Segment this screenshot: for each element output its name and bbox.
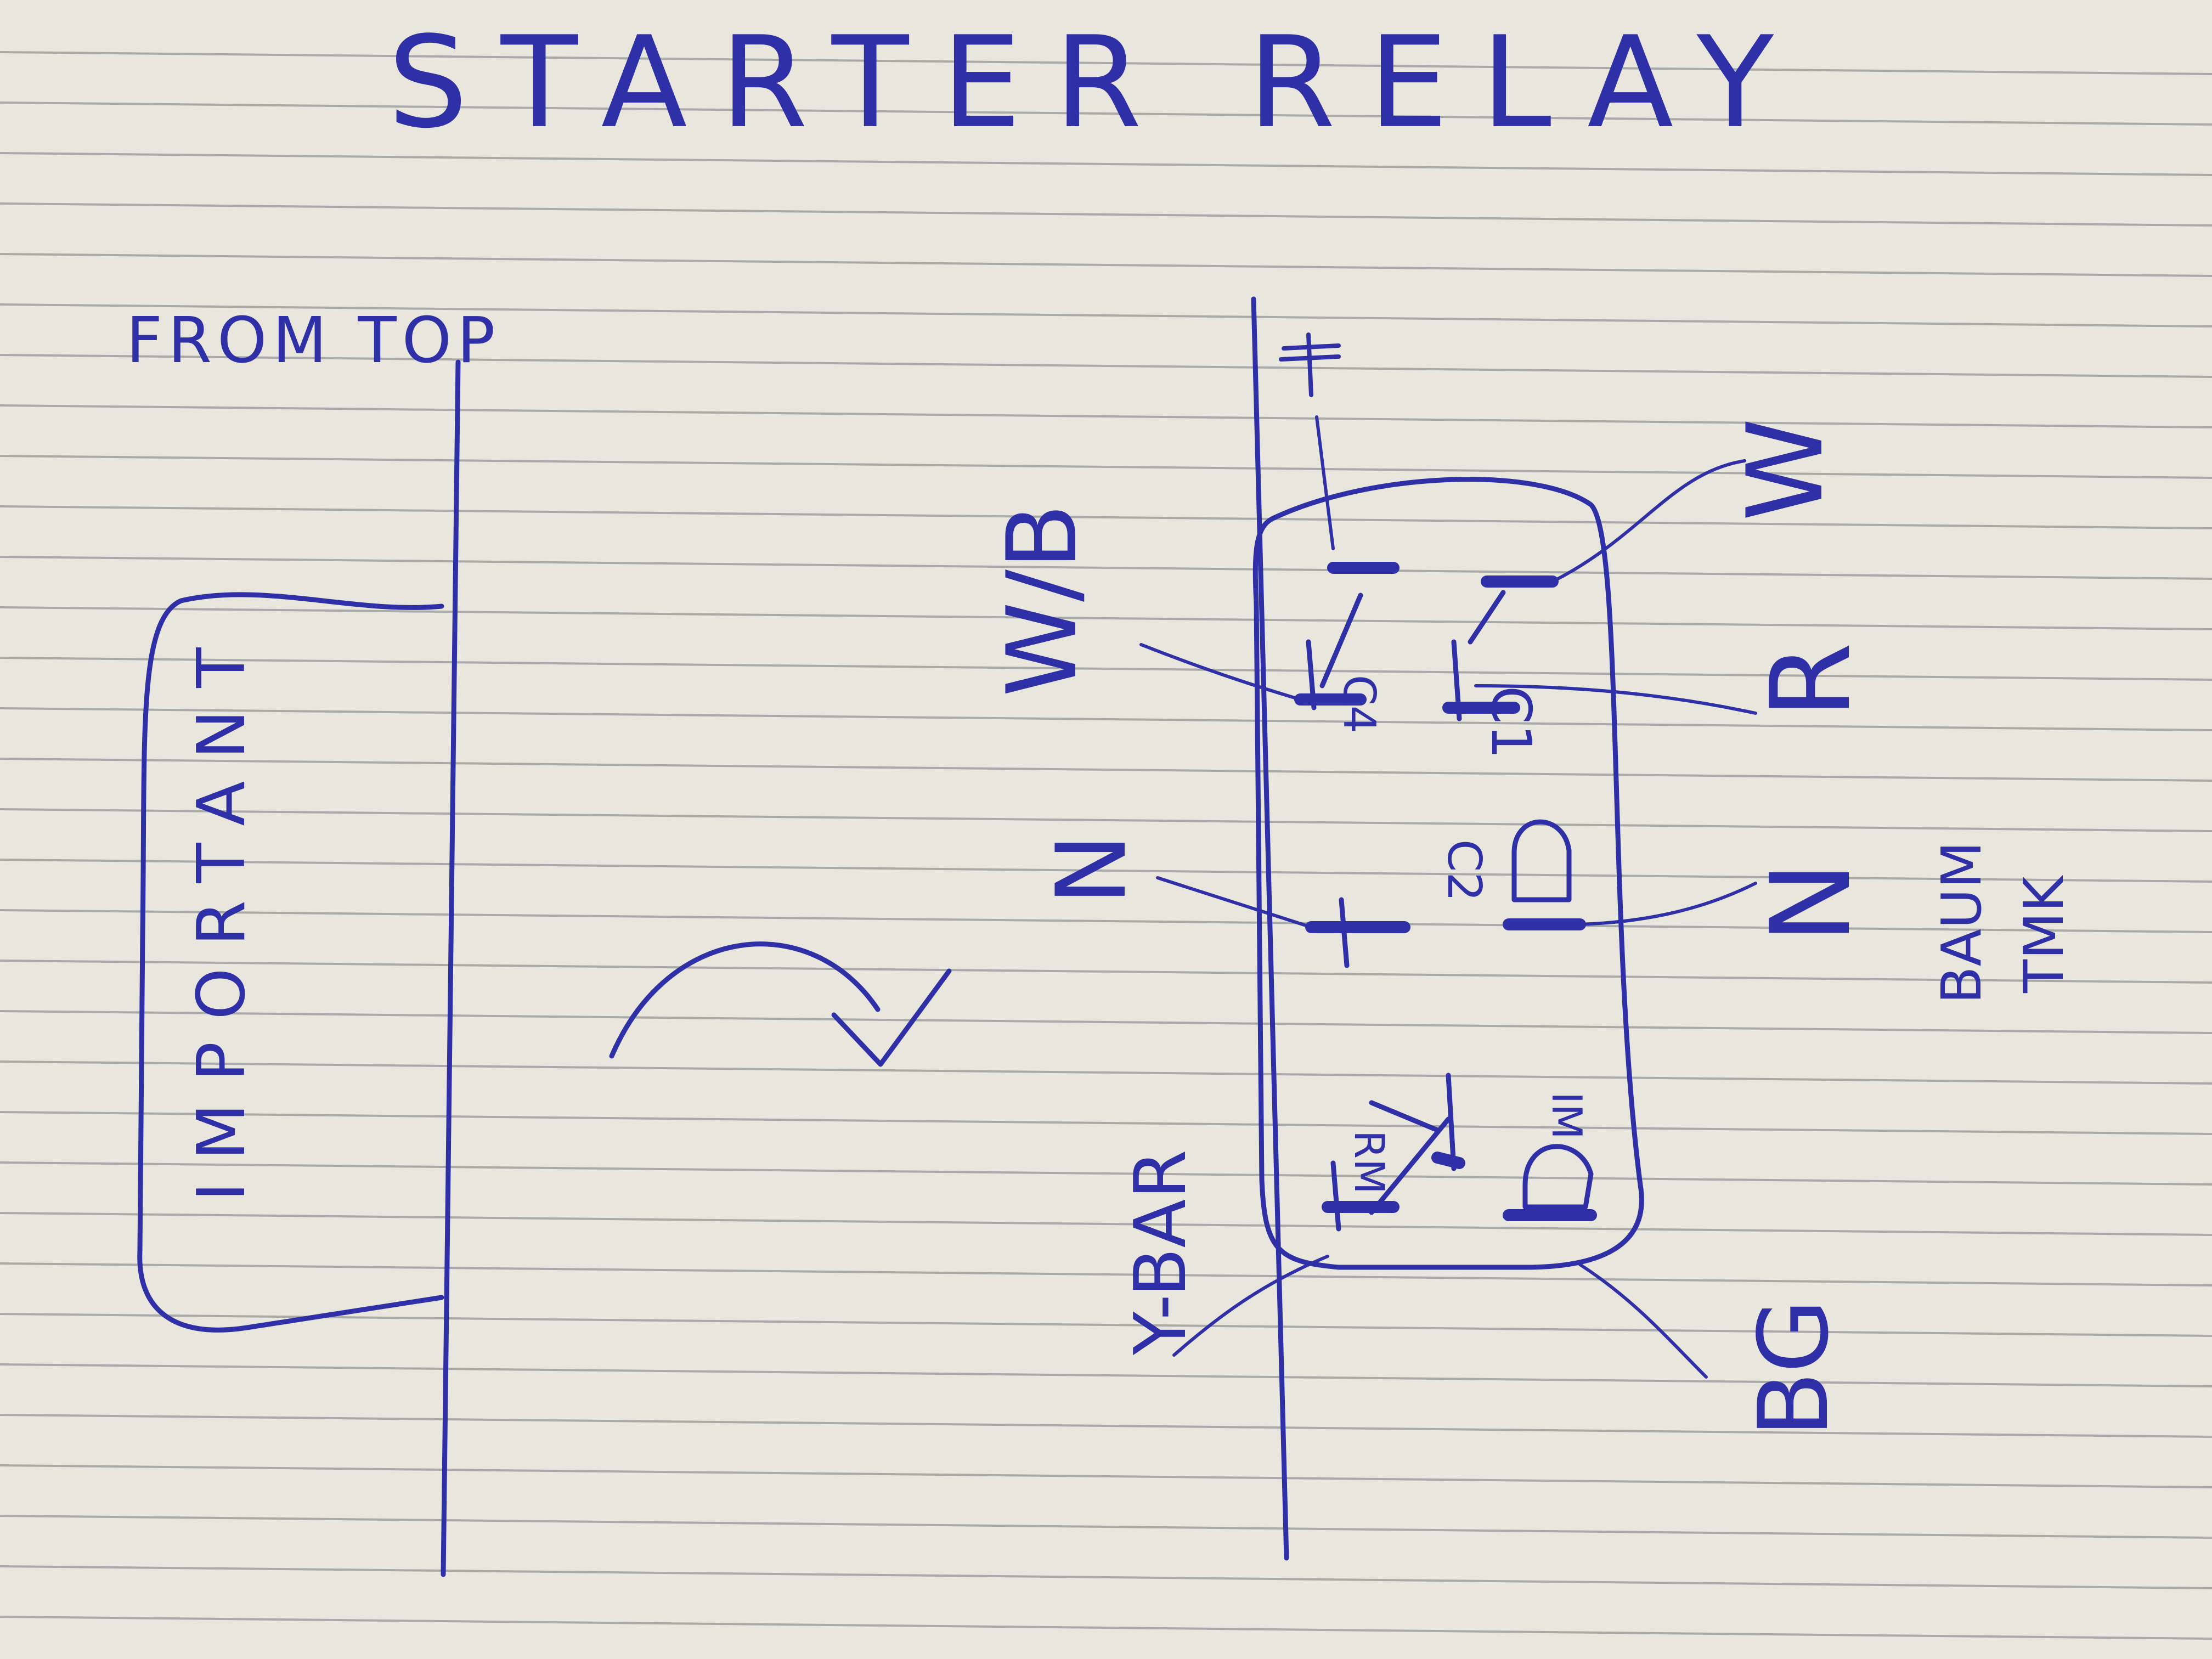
ruled-line [0,1565,2212,1589]
ruled-line [0,1515,2212,1539]
ruled-line [0,303,2212,328]
ruled-line [0,758,2212,782]
relay-body-outline [1252,477,1644,1270]
brand-note-line2: TMK [2012,875,2076,994]
ruled-line [0,505,2212,529]
wire-label-middle-right: R [1747,642,1875,719]
wall-line-right [1251,296,1289,1561]
relay-top-tick [1315,415,1335,550]
ruled-line [0,455,2212,479]
ruled-line [0,1414,2212,1438]
ruled-line [0,1212,2212,1236]
ruled-line [0,909,2212,933]
terminal-label-c2: C2 [1437,839,1491,901]
ruled-line [0,202,2212,227]
ruled-line [0,1262,2212,1286]
terminal-label-c1: C1 [1479,686,1543,759]
ground-symbol [1279,332,1341,397]
wall-line-left [441,359,461,1577]
ruled-line [0,354,2212,378]
ruled-lines [0,51,2212,1640]
ruled-line [0,1616,2212,1640]
ruled-line [0,51,2212,75]
ruled-line [0,657,2212,681]
ruled-line [0,152,2212,176]
leader-r [1474,684,1757,715]
important-label: IMPORTANT [184,625,260,1201]
rotate-arrow-head [831,968,952,1067]
terminal-label-rm: RM [1345,1130,1393,1194]
rotate-arrow [609,941,881,1059]
page-title: STARTER RELAY [388,10,1807,156]
leader-y-bar [1172,1255,1329,1357]
wire-label-bottom-left: Y-BAR [1119,1149,1202,1356]
wire-label-top-left: W/B [987,504,1098,697]
wire-label-lower-right: N [1747,861,1875,944]
ruled-line [0,1010,2212,1034]
ruled-line [0,960,2212,984]
wire-w-loop [1511,819,1572,902]
leader-w [1551,459,1746,583]
leader-bg [1578,1263,1708,1379]
leader-lines [1139,415,1757,1379]
terminal-rm-upper [1431,1152,1465,1169]
ruled-line [0,556,2212,580]
ruled-line [0,1363,2212,1387]
ruled-line [0,101,2212,126]
important-callout-box [137,592,444,1333]
ruled-line [0,707,2212,731]
wire-label-bottom-right: BG [1739,1299,1850,1437]
brand-note-line1: BAUM [1929,842,1994,1004]
ruled-line [0,859,2212,883]
leader-middle-n [1156,876,1313,929]
ruled-line [0,1111,2212,1135]
ruled-line [0,606,2212,630]
terminal-stems [1306,590,1594,1232]
wire-label-top-right: W [1725,418,1846,521]
ruled-line [0,1060,2212,1085]
wire-im-loop [1522,1144,1594,1210]
leader-lower-n [1578,882,1757,926]
ruled-line [0,404,2212,428]
ruled-line [0,1161,2212,1186]
ruled-line [0,1464,2212,1488]
terminal-label-im: IM [1543,1092,1591,1139]
leader-w-b [1139,643,1302,701]
terminal-label-c4: C4 [1334,675,1385,733]
ruled-line [0,253,2212,277]
terminal-blades [1294,562,1597,1221]
wire-label-middle-left: N [1036,833,1148,905]
ruled-line [0,808,2212,832]
view-label: FROM TOP [126,304,500,377]
ruled-line [0,1313,2212,1337]
